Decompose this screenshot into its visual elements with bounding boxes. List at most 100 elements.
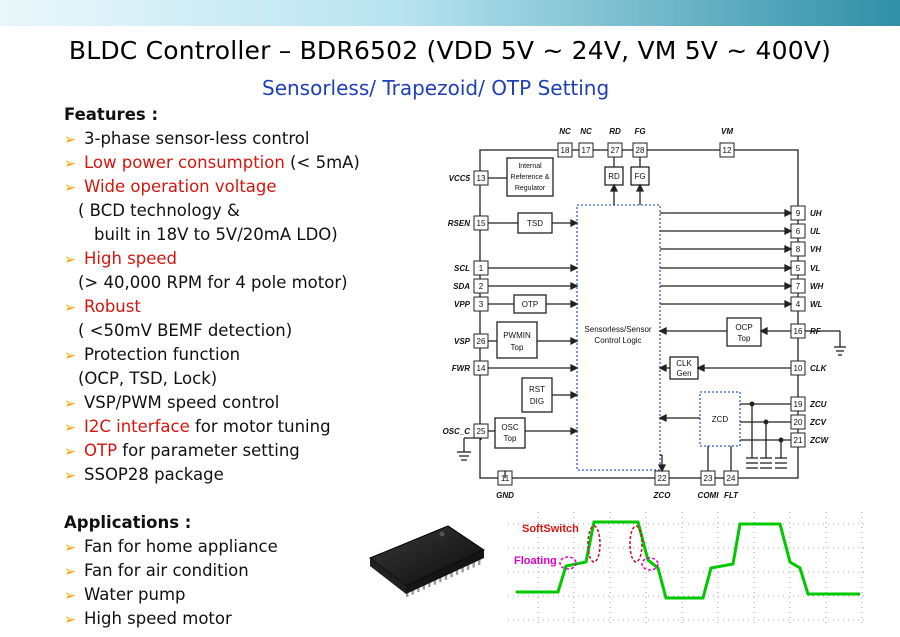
features-list: Features : ➢3-phase sensor-less control➢… [64, 103, 444, 487]
pin-label: SDA [453, 282, 470, 291]
arrow-bullet-icon: ➢ [64, 156, 76, 172]
feature-item: ➢ I2C interface for motor tuning [64, 415, 444, 439]
applications-list: Applications : ➢Fan for home appliance➢F… [64, 511, 278, 631]
osc-label: OSC [501, 423, 519, 432]
pin-number: 23 [704, 474, 713, 483]
feature-item: ➢3-phase sensor-less control [64, 127, 444, 151]
pin-label: ZCV [809, 418, 827, 427]
pin-number: 2 [479, 282, 484, 291]
rst-label: DIG [530, 397, 544, 406]
pin-number: 11 [501, 474, 510, 483]
header-gradient-bar [0, 0, 900, 26]
feature-item: ( <50mV BEMF detection) [64, 319, 444, 343]
pin-label: RF [810, 327, 822, 336]
softswitch-marker [587, 525, 601, 563]
feature-highlight: Low power consumption [84, 153, 285, 172]
pin-label: VPP [454, 300, 471, 309]
pin-number: 5 [796, 264, 801, 273]
pin-label: WH [810, 282, 824, 291]
pin-number: 20 [794, 418, 803, 427]
feature-item: ➢Wide operation voltage [64, 175, 444, 199]
ocp-label: Top [738, 334, 751, 343]
arrow-bullet-icon: ➢ [64, 300, 76, 316]
feature-item: ➢High speed [64, 247, 444, 271]
pin-label: UL [810, 227, 821, 236]
pwmin-label: Top [511, 343, 524, 352]
pin-number: 13 [477, 174, 486, 183]
feature-highlight: OTP [84, 441, 118, 460]
pin-number: 24 [727, 474, 736, 483]
pin-label: VSP [454, 337, 471, 346]
clk-label: Gen [676, 369, 691, 378]
regulator-label: Reference & [511, 174, 550, 181]
pin-number: 25 [477, 427, 486, 436]
application-text: Fan for air condition [84, 561, 249, 580]
application-item: ➢Water pump [64, 583, 278, 607]
arrow-bullet-icon: ➢ [64, 444, 76, 460]
fg-label: FG [634, 172, 645, 181]
feature-item: ➢Low power consumption (< 5mA) [64, 151, 444, 175]
pin-number: 3 [479, 300, 484, 309]
softswitch-marker [629, 525, 643, 563]
application-text: Fan for home appliance [84, 537, 278, 556]
pin-number: 1 [479, 264, 484, 273]
rst-label: RST [529, 385, 545, 394]
pin-number: 10 [794, 364, 803, 373]
feature-text: SSOP28 package [84, 465, 224, 484]
feature-item: (> 40,000 RPM for 4 pole motor) [64, 271, 444, 295]
arrow-bullet-icon: ➢ [64, 564, 76, 580]
control-logic-label: Control Logic [594, 336, 641, 345]
slide-title: BLDC Controller – BDR6502 (VDD 5V ~ 24V,… [68, 36, 832, 65]
feature-item: ➢ Protection function [64, 343, 444, 367]
rd-label: RD [608, 172, 620, 181]
feature-item: built in 18V to 5V/20mA LDO) [64, 223, 444, 247]
feature-text: VSP/PWM speed control [84, 393, 280, 412]
pin-label: NC [559, 127, 571, 136]
pin-label: SCL [454, 264, 470, 273]
arrow-bullet-icon: ➢ [64, 252, 76, 268]
floating-label: Floating [514, 555, 557, 567]
feature-text: for motor tuning [189, 417, 331, 436]
feature-subtext: ( <50mV BEMF detection) [78, 321, 293, 340]
feature-text: Protection function [84, 345, 241, 364]
feature-item: ➢ Robust [64, 295, 444, 319]
slide-subtitle: Sensorless/ Trapezoid/ OTP Setting [262, 76, 610, 100]
pin-label: VM [721, 127, 733, 136]
pin-number: 12 [723, 146, 732, 155]
pin-label: CLK [810, 364, 828, 373]
bemf-waveform-image: SoftSwitch Floating [508, 512, 868, 627]
pin-label: ZCW [809, 436, 830, 445]
regulator-label: Regulator [515, 185, 546, 192]
feature-item: (OCP, TSD, Lock) [64, 367, 444, 391]
application-item: ➢ Fan for air condition [64, 559, 278, 583]
pin-number: 16 [794, 327, 803, 336]
pin-number: 18 [561, 146, 570, 155]
pin-number: 28 [636, 146, 645, 155]
pin-number: 17 [582, 146, 591, 155]
pin-number: 22 [658, 474, 667, 483]
pwmin-label: PWMIN [503, 331, 531, 340]
feature-subtext: (> 40,000 RPM for 4 pole motor) [78, 273, 348, 292]
floating-marker [641, 557, 659, 571]
pin-label: RD [609, 127, 621, 136]
zcd-label: ZCD [712, 415, 729, 424]
pin-label: COMI [698, 491, 720, 500]
arrow-bullet-icon: ➢ [64, 396, 76, 412]
arrow-bullet-icon: ➢ [64, 132, 76, 148]
arrow-bullet-icon: ➢ [64, 468, 76, 484]
pin-number: 14 [477, 364, 486, 373]
feature-highlight: Robust [84, 297, 141, 316]
pin-number: 4 [796, 300, 801, 309]
application-text: High speed motor [84, 609, 232, 628]
arrow-bullet-icon: ➢ [64, 348, 76, 364]
feature-highlight: I2C interface [84, 417, 190, 436]
regulator-label: Internal [518, 163, 542, 170]
pin-number: 27 [611, 146, 620, 155]
pin-label: GND [496, 491, 514, 500]
arrow-bullet-icon: ➢ [64, 420, 76, 436]
pin-label: WL [810, 300, 823, 309]
arrow-bullet-icon: ➢ [64, 612, 76, 628]
control-logic-label: Sensorless/Sensor [584, 325, 651, 334]
pin-number: 19 [794, 400, 803, 409]
softswitch-label: SoftSwitch [522, 523, 579, 535]
